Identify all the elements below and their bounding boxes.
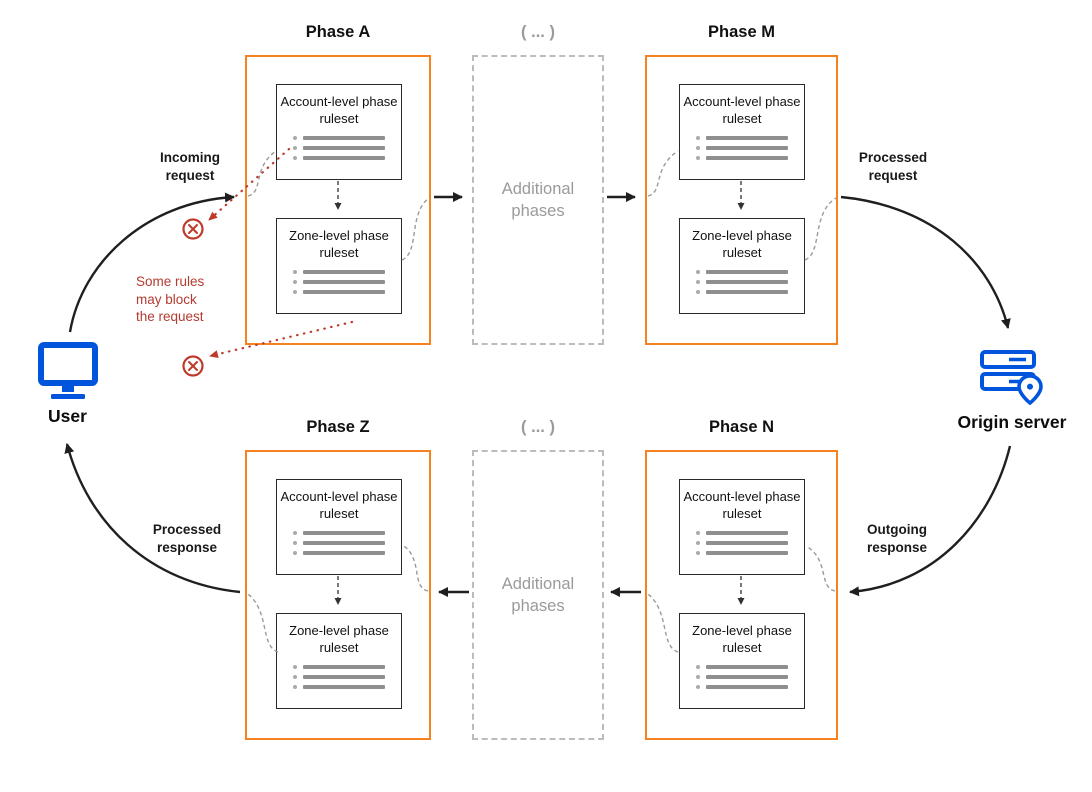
arrow-processed-request (840, 195, 1011, 329)
additional-phases-label: Additional phases (501, 574, 575, 615)
ruleset-list-icon (696, 531, 790, 556)
zone-ruleset-label: Zone-level phase ruleset (289, 623, 389, 655)
account-ruleset-label: Account-level phase ruleset (683, 489, 801, 521)
account-ruleset-label: Account-level phase ruleset (683, 94, 801, 126)
account-ruleset-label: Account-level phase ruleset (280, 94, 398, 126)
blocked-request-icon (182, 218, 204, 240)
account-ruleset-card: Account-level phase ruleset (276, 479, 402, 575)
monitor-icon (37, 342, 98, 399)
account-ruleset-card: Account-level phase ruleset (679, 84, 805, 180)
block-warning-label: Some rules may block the request (136, 274, 205, 325)
phase-box-n: Phase N Account-level phase ruleset Zone… (645, 418, 838, 740)
phase-a-title: Phase A (305, 23, 371, 41)
ruleset-list-icon (293, 136, 387, 161)
user-label: User (48, 406, 87, 426)
phase-box-m: Phase M Account-level phase ruleset Zone… (645, 23, 838, 345)
phase-n-title: Phase N (708, 418, 775, 436)
phase-box-z: Phase Z Account-level phase ruleset Zone… (245, 418, 431, 740)
zone-ruleset-label: Zone-level phase ruleset (692, 228, 792, 260)
origin-server-label: Origin server (957, 412, 1067, 432)
blocked-request-icon (182, 355, 204, 377)
phase-z-title: Phase Z (306, 418, 370, 436)
phase-box-a: Phase A Account-level phase ruleset Zone… (245, 23, 431, 345)
ruleset-list-icon (696, 665, 790, 690)
processed-response-label: Processed response (152, 522, 222, 555)
account-ruleset-label: Account-level phase ruleset (280, 489, 398, 521)
ruleset-list-icon (696, 136, 790, 161)
additional-phases-box-bottom: ( ... ) Additional phases (472, 418, 604, 740)
zone-ruleset-label: Zone-level phase ruleset (289, 228, 389, 260)
ruleset-list-icon (293, 531, 387, 556)
arrow-outgoing-response (849, 445, 1012, 597)
ruleset-list-icon (293, 665, 387, 690)
incoming-request-label: Incoming request (160, 150, 220, 183)
additional-phases-label: Additional phases (501, 179, 575, 220)
zone-ruleset-card: Zone-level phase ruleset (276, 218, 402, 314)
arrow-processed-response (64, 443, 241, 594)
additional-phases-header: ( ... ) (521, 23, 555, 41)
user-node: User (20, 342, 115, 427)
origin-server-node: Origin server (948, 348, 1076, 433)
phase-m-title: Phase M (708, 23, 775, 41)
processed-request-label: Processed request (858, 150, 928, 183)
outgoing-response-label: Outgoing response (866, 522, 928, 555)
server-icon (980, 350, 1043, 406)
additional-phases-box-top: ( ... ) Additional phases (472, 23, 604, 345)
account-ruleset-card: Account-level phase ruleset (276, 84, 402, 180)
account-ruleset-card: Account-level phase ruleset (679, 479, 805, 575)
ruleset-list-icon (696, 270, 790, 295)
additional-phases-header: ( ... ) (521, 418, 555, 436)
zone-ruleset-card: Zone-level phase ruleset (276, 613, 402, 709)
zone-ruleset-card: Zone-level phase ruleset (679, 613, 805, 709)
zone-ruleset-label: Zone-level phase ruleset (692, 623, 792, 655)
ruleset-list-icon (293, 270, 387, 295)
zone-ruleset-card: Zone-level phase ruleset (679, 218, 805, 314)
